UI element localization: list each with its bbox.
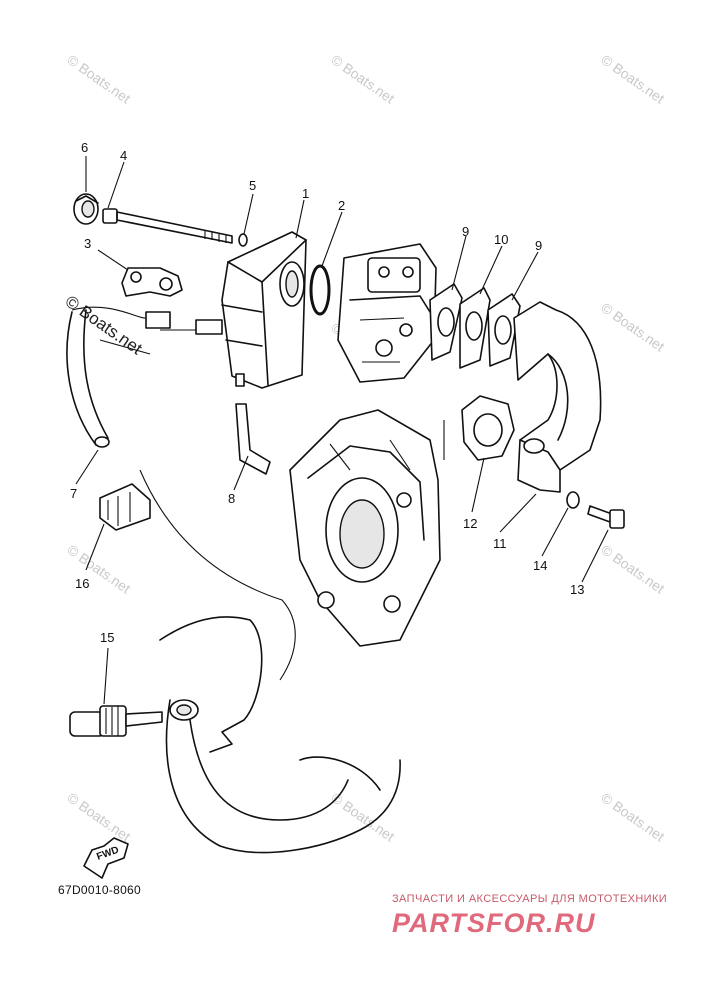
part-5-washer	[238, 233, 248, 247]
carburetor	[337, 243, 437, 383]
part-7-hose	[66, 306, 151, 448]
callout-11: 11	[493, 536, 507, 551]
shop-banner-subtitle: ЗАПЧАСТИ И АКСЕССУАРЫ ДЛЯ МОТОТЕХНИКИ	[392, 893, 668, 905]
part-11-intake-manifold	[513, 301, 602, 493]
callout-3: 3	[84, 236, 91, 251]
part-2-o-ring	[309, 264, 331, 316]
part-12-gasket	[443, 395, 515, 461]
callout-9-right: 9	[535, 238, 542, 253]
watermark: © Boats.net	[598, 51, 667, 106]
watermark: © Boats.net	[64, 51, 133, 106]
part-13-bolt	[587, 505, 625, 529]
watermark: © Boats.net	[598, 541, 667, 596]
callout-12: 12	[463, 516, 477, 531]
callout-16: 16	[75, 576, 89, 591]
watermark: © Boats.net	[598, 299, 667, 354]
part-6-cap	[73, 193, 99, 225]
callout-6: 6	[81, 140, 88, 155]
part-10-spacer	[459, 287, 491, 369]
part-15-sensor	[69, 705, 163, 737]
callout-15: 15	[100, 630, 114, 645]
callout-13: 13	[570, 582, 584, 597]
callout-2: 2	[338, 198, 345, 213]
part-8-hose	[235, 403, 271, 475]
part-4-bolt	[102, 208, 233, 244]
callout-7: 7	[70, 486, 77, 501]
watermark: © Boats.net	[328, 789, 397, 844]
watermark: © Boats.net	[598, 789, 667, 844]
routing-line	[139, 469, 296, 681]
watermark: © Boats.net	[328, 51, 397, 106]
callout-10: 10	[494, 232, 508, 247]
part-1-silencer-box	[221, 231, 307, 389]
callout-9-left: 9	[462, 224, 469, 239]
callout-5: 5	[249, 178, 256, 193]
callout-8: 8	[228, 491, 235, 506]
callout-4: 4	[120, 148, 127, 163]
part-14-washer	[566, 491, 580, 509]
engine-block	[289, 409, 441, 647]
leader-lines	[75, 156, 609, 705]
lower-housing-outline	[159, 616, 401, 854]
shop-banner-logo: PARTSFOR.RU	[392, 908, 596, 938]
fwd-arrow-icon: FWD	[83, 837, 129, 879]
diagram-part-code: 67D0010-8060	[58, 883, 142, 897]
part-16-clip	[99, 483, 151, 531]
part-9-gasket-left	[429, 283, 463, 361]
watermark: © Boats.net	[64, 789, 133, 844]
watermark-dark: © Boats.net	[62, 292, 146, 359]
part-9-gasket-right	[487, 293, 521, 367]
callout-1: 1	[302, 186, 309, 201]
callouts: 6 4 5 1 2 3 9 10 9 7 8 16 12 11 14 13 15	[70, 140, 584, 645]
part-3-clamp	[121, 267, 183, 297]
callout-14: 14	[533, 558, 547, 573]
hose-fitting	[145, 311, 223, 335]
